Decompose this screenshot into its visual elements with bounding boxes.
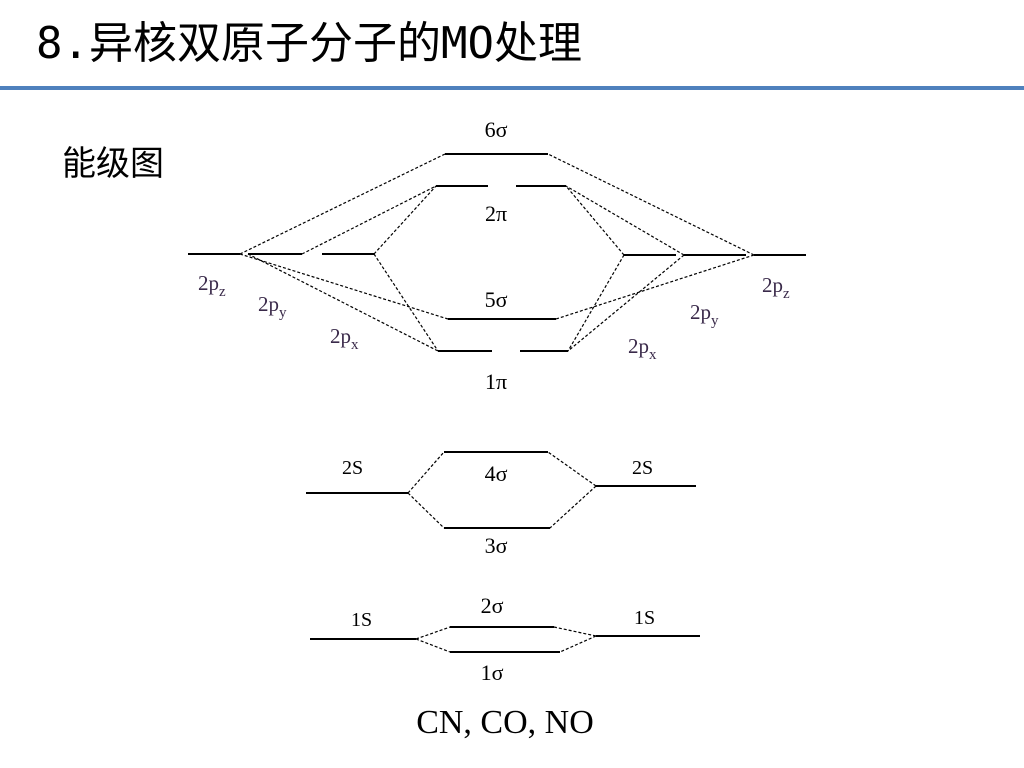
molecule-examples-caption: CN, CO, NO — [416, 704, 594, 741]
mo-label-1sigma: 1σ — [481, 660, 504, 685]
mo-label-6sigma: 6σ — [485, 117, 508, 142]
mo-label-4sigma: 4σ — [485, 461, 508, 486]
corr-r2pz-6s — [547, 153, 755, 256]
corr-l2px-2pi — [373, 185, 437, 255]
correlation-lines — [239, 153, 755, 653]
corr-l2py-2pi — [301, 185, 437, 255]
corr-r2px-1pi — [567, 254, 625, 352]
corr-l1s-1s — [415, 638, 451, 653]
corr-l2s-3s — [407, 492, 445, 529]
mo-label-2sigma: 2σ — [481, 593, 504, 618]
corr-l2pz-5s — [239, 253, 449, 320]
slide-title: 8.异核双原子分子的MO处理 — [36, 18, 582, 69]
right-ao-label-2py: 2py — [690, 300, 719, 329]
mo-label-5sigma: 5σ — [485, 287, 508, 312]
corr-l2pz-6s — [239, 153, 446, 255]
corr-l1s-2s — [415, 626, 451, 640]
corr-r2s-3s — [549, 485, 597, 529]
mo-label-2pi: 2π — [485, 201, 507, 226]
title-divider — [0, 86, 1024, 90]
right-ao-label-2px: 2px — [628, 334, 657, 363]
corr-l2px-1pi — [373, 253, 439, 352]
corr-r1s-2s — [553, 626, 597, 637]
corr-r2s-4s — [547, 451, 597, 487]
energy-levels — [188, 153, 806, 653]
corr-r1s-1s — [559, 635, 597, 653]
corr-l2s-4s — [407, 451, 445, 494]
corr-r2py-1pi — [567, 254, 685, 352]
right-ao-label-2pz: 2pz — [762, 273, 790, 302]
left-ao-label-2px: 2px — [330, 324, 359, 353]
mo-label-3sigma: 3σ — [485, 533, 508, 558]
right-ao-label-2s: 2S — [632, 457, 653, 479]
diagram-subtitle: 能级图 — [62, 144, 164, 184]
left-ao-label-2pz: 2pz — [198, 271, 226, 300]
corr-r2py-2pi — [565, 185, 685, 256]
corr-l2py-1pi — [247, 253, 439, 352]
left-ao-label-2s: 2S — [342, 457, 363, 479]
corr-r2px-2pi — [565, 185, 625, 256]
right-ao-label-1s: 1S — [634, 607, 655, 629]
mo-label-1pi: 1π — [485, 369, 507, 394]
corr-r2pz-5s — [555, 254, 755, 320]
left-ao-label-1s: 1S — [351, 609, 372, 631]
left-ao-label-2py: 2py — [258, 292, 287, 321]
